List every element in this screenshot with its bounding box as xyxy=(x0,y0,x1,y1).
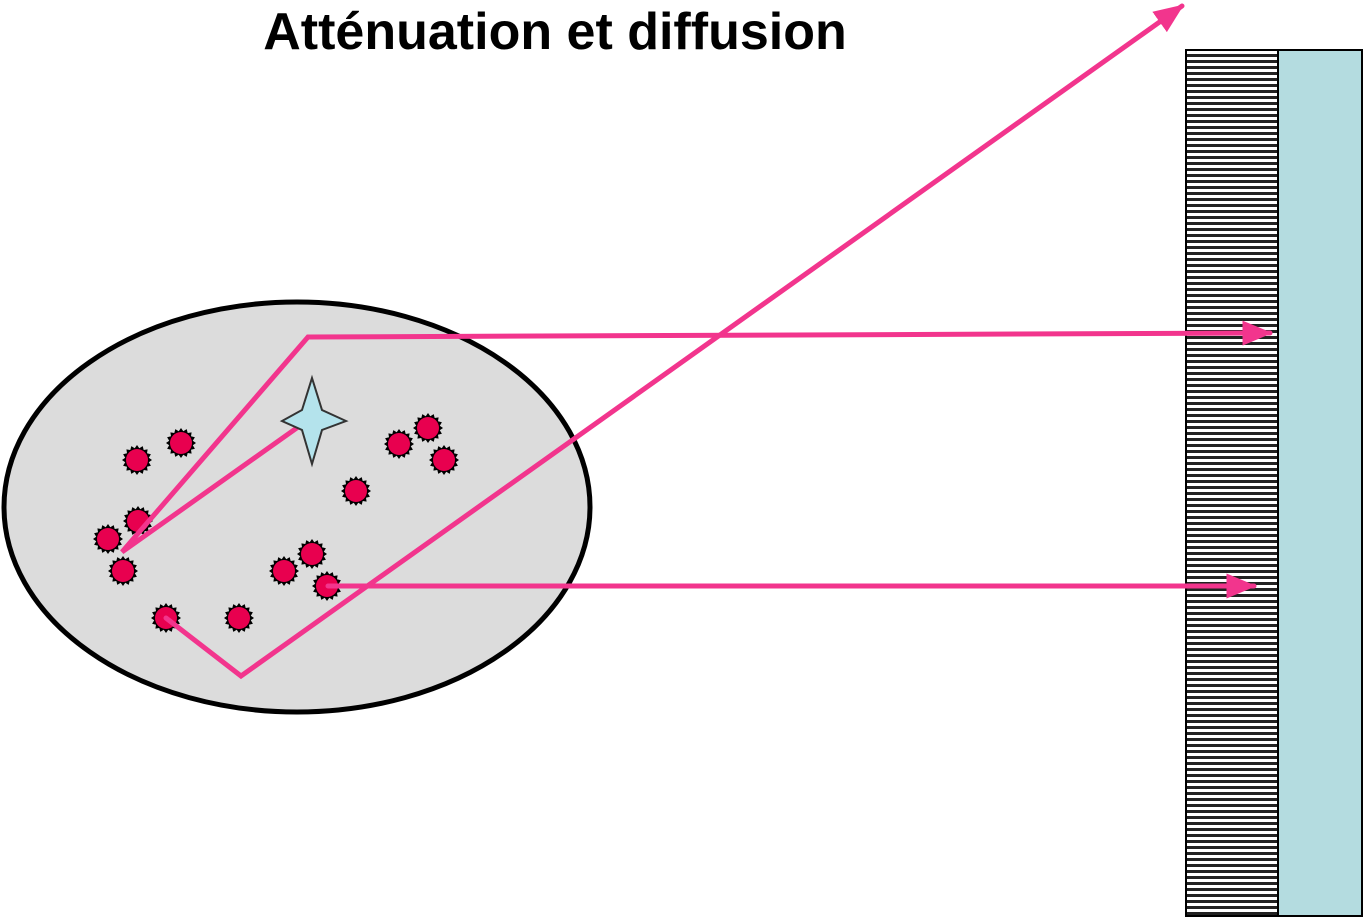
collimator xyxy=(1185,49,1279,917)
particle-core xyxy=(228,607,250,629)
scattered-photon-path-escaping xyxy=(163,3,1185,680)
star-icon xyxy=(279,374,349,468)
particle-core xyxy=(417,417,439,439)
scintillation-crystal xyxy=(1277,49,1363,917)
particle-core xyxy=(345,480,367,502)
particle-core xyxy=(388,433,410,455)
particle-core xyxy=(273,560,295,582)
photon-paths xyxy=(120,3,1273,680)
patient-body xyxy=(1,299,593,715)
scattered-photon-path-detected xyxy=(120,320,1273,555)
particle-core xyxy=(112,560,134,582)
particle-core xyxy=(126,449,148,471)
particle-core xyxy=(170,432,192,454)
particle-core xyxy=(301,543,323,565)
particle-core xyxy=(433,449,455,471)
slide-title: Atténuation et diffusion xyxy=(263,3,847,61)
particle-core xyxy=(97,528,119,550)
gamma-detector xyxy=(1185,49,1363,917)
